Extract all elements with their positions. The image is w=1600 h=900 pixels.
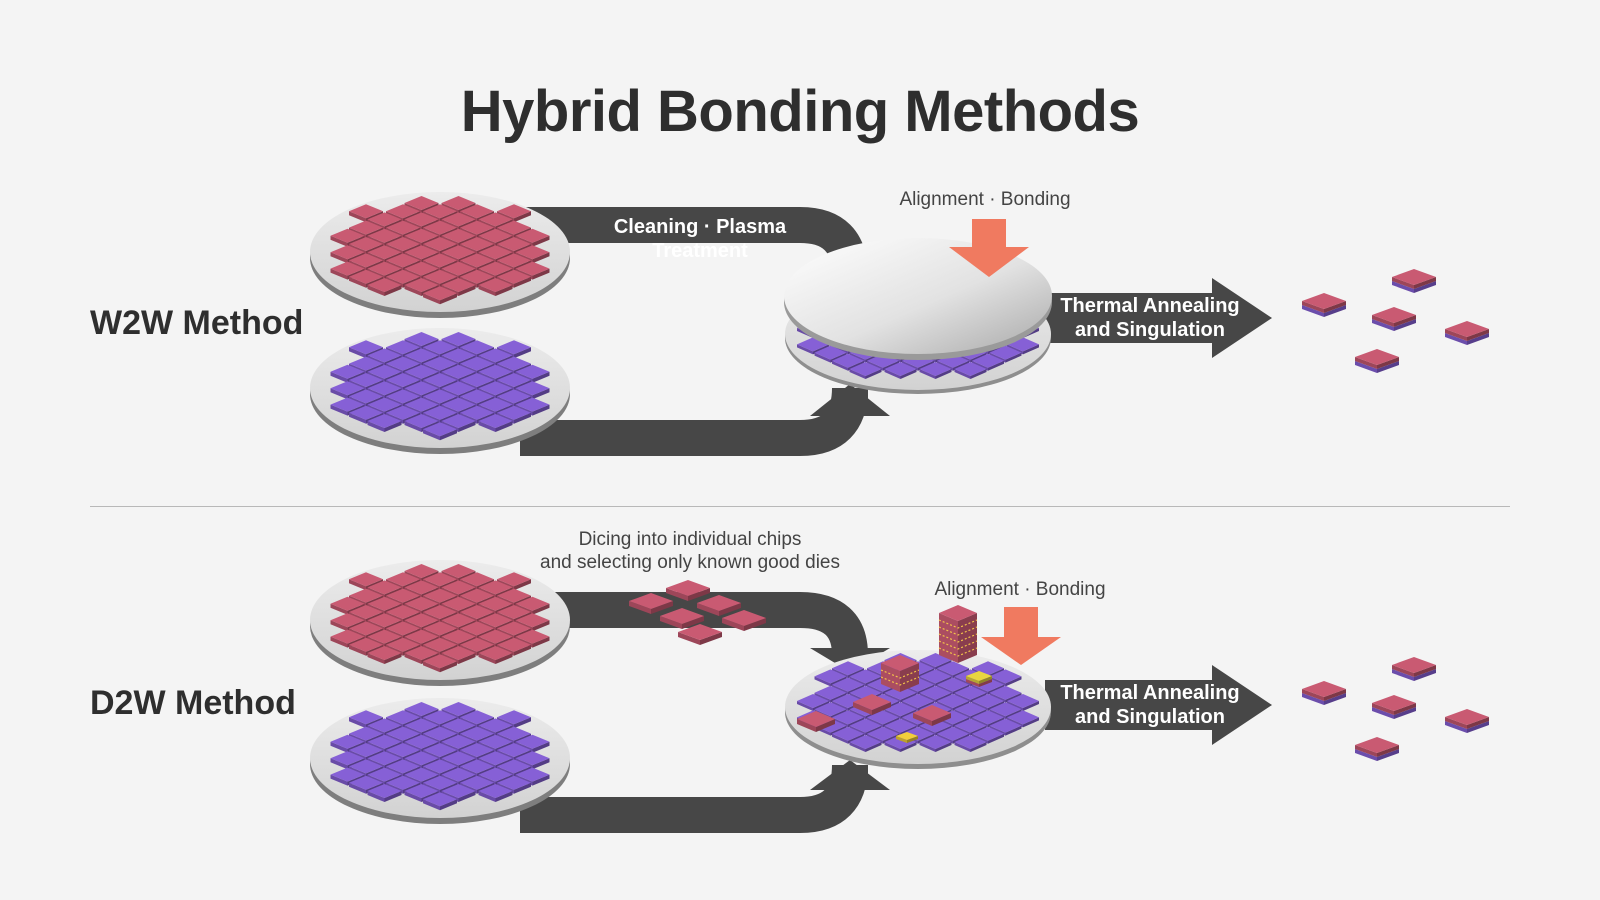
bonded-die	[884, 362, 917, 379]
stacked-die-tower	[938, 605, 978, 663]
wafer-die	[367, 784, 402, 802]
w2w-step-annealing-label: Thermal Annealing and Singulation	[1050, 294, 1250, 342]
singulated-chip	[1392, 657, 1436, 681]
singulated-chip	[1372, 307, 1416, 331]
singulated-chip	[1302, 681, 1346, 705]
bonded-top-die	[797, 711, 835, 732]
d2w-bonded-wafer	[785, 605, 1051, 769]
wafer-die	[478, 784, 513, 802]
wafer-die	[423, 654, 457, 673]
wafer-die	[849, 735, 882, 752]
wafer-die	[367, 414, 402, 432]
bonded-top-die	[853, 694, 891, 715]
w2w-step-cleaning-label: Cleaning · Plasma Treatment	[613, 216, 787, 262]
wafer-die	[989, 669, 1022, 687]
d2w-top-wafer	[310, 560, 570, 686]
bonded-die	[954, 362, 987, 379]
wafer-die	[919, 735, 952, 752]
bonded-die	[972, 353, 1004, 371]
wafer-die	[367, 646, 402, 664]
wafer-die	[423, 286, 457, 305]
bonded-die	[832, 353, 864, 371]
singulated-chip	[1355, 737, 1399, 761]
d2w-flow-arrow-bottom	[520, 760, 890, 833]
diced-die	[722, 610, 766, 631]
w2w-step-bonding-label: Alignment · Bonding	[899, 189, 1071, 210]
d2w-annealing-line1: Thermal Annealing	[1060, 682, 1240, 704]
bonded-die	[849, 362, 882, 379]
singulated-chip	[1445, 709, 1489, 733]
wafer-die	[423, 422, 457, 441]
singulated-chip	[1302, 293, 1346, 317]
diced-die	[629, 593, 673, 614]
singulated-chip	[1445, 321, 1489, 345]
stacked-die-tower	[880, 655, 920, 692]
w2w-output-arrow	[1045, 278, 1272, 358]
w2w-flow-arrow-bottom	[520, 384, 890, 456]
d2w-bottom-wafer	[310, 698, 570, 824]
w2w-annealing-line1: Thermal Annealing	[1060, 295, 1240, 317]
w2w-top-wafer	[310, 192, 570, 318]
wafer-die	[814, 669, 847, 687]
wafer-die	[478, 278, 513, 296]
d2w-step-bonding-label: Alignment · Bonding	[934, 579, 1106, 600]
d2w-output-arrow	[1045, 665, 1272, 745]
wafer-die	[478, 646, 513, 664]
diced-die	[660, 608, 704, 629]
bonded-die	[919, 362, 952, 379]
singulated-chip	[1392, 269, 1436, 293]
d2w-step-annealing-label: Thermal Annealing and Singulation	[1050, 681, 1250, 729]
wafer-die	[367, 278, 402, 296]
wafer-die-array	[330, 564, 550, 673]
bonded-top-die	[913, 705, 951, 726]
singulated-chip	[1372, 695, 1416, 719]
wafer-die-array	[330, 196, 550, 305]
w2w-annealing-line2: and Singulation	[1075, 319, 1225, 341]
wafer-die	[478, 414, 513, 432]
page-title: Hybrid Bonding Methods	[460, 79, 1140, 144]
w2w-method-label: W2W Method	[90, 304, 304, 342]
diced-known-good-dies	[629, 580, 766, 645]
wafer-die	[423, 792, 457, 811]
wafer-die-array	[330, 332, 550, 441]
wafer-die-array	[330, 702, 550, 811]
w2w-bonding-arrow	[949, 219, 1029, 277]
d2w-bonding-arrow	[981, 607, 1061, 665]
d2w-singulated-chips	[1302, 657, 1489, 761]
diced-die	[678, 624, 722, 645]
section-divider	[90, 506, 1510, 507]
singulated-chip	[1355, 349, 1399, 373]
bonded-small-chip	[966, 671, 992, 687]
w2w-bottom-wafer	[310, 328, 570, 454]
d2w-method-label: D2W Method	[90, 684, 296, 722]
diced-die	[666, 580, 710, 601]
diced-die	[697, 595, 741, 616]
wafer-die	[954, 735, 987, 752]
d2w-dicing-line2: and selecting only known good dies	[540, 552, 840, 573]
w2w-singulated-chips	[1302, 269, 1489, 373]
wafer-die	[954, 702, 987, 720]
d2w-annealing-line2: and Singulation	[1075, 706, 1225, 728]
d2w-dicing-line1: Dicing into individual chips	[578, 529, 802, 550]
bonded-small-chip	[896, 732, 918, 743]
d2w-step-dicing-label: Dicing into individual chips and selecti…	[520, 528, 860, 574]
